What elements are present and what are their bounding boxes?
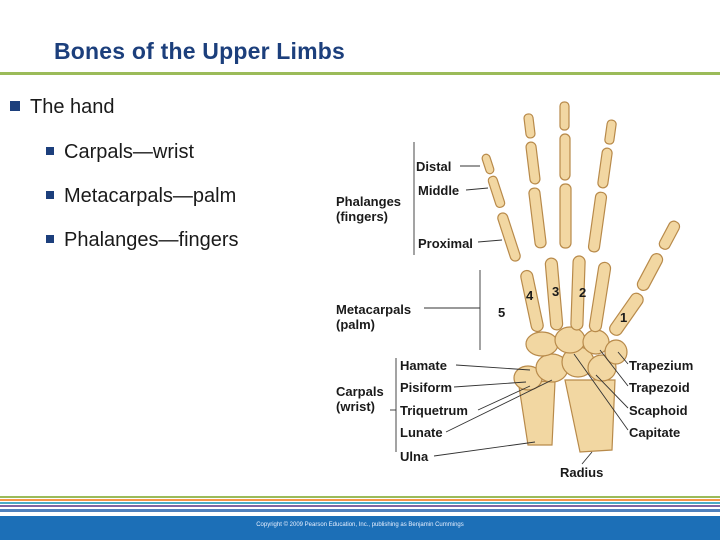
footer-stripe-orange [0,499,720,501]
phalanx-bone [525,141,541,185]
bullet-metacarpals: Metacarpals—palm [46,185,236,208]
label-middle: Middle [418,183,460,198]
bullet-carpals: Carpals—wrist [46,141,194,164]
bullet-text: The hand [30,96,115,118]
phalanx-bone [658,220,681,250]
carpal-bone [525,331,559,357]
bullet-text: Phalanges—fingers [64,229,239,251]
phalanx-bone [604,119,617,145]
square-bullet-icon [46,190,54,199]
bullet-the-hand: The hand [10,96,115,119]
metacarpal-bone [544,257,564,331]
phalanx-bone [481,153,495,175]
footer-stripe-green [0,496,720,498]
metacarpal-bone [570,255,586,331]
label-digit-1: 1 [620,310,628,325]
label-trapezoid: Trapezoid [629,380,690,395]
label-capitate: Capitate [629,425,681,440]
label-hamate: Hamate [400,358,447,373]
square-bullet-icon [46,146,54,155]
bullet-phalanges: Phalanges—fingers [46,229,239,252]
label-distal: Distal [416,159,452,174]
label-digit-4: 4 [526,288,534,303]
label-proximal: Proximal [418,236,473,251]
carpal-bone [554,326,586,354]
label-metacarpals-group: Metacarpals (palm) [336,302,412,332]
title-rule [0,72,720,75]
label-digit-3: 3 [552,284,560,299]
label-triquetrum: Triquetrum [400,403,468,418]
phalanx-bone [587,191,608,253]
phalanx-bone [559,133,571,181]
label-pisiform: Pisiform [400,380,453,395]
phalanx-bone [497,212,521,262]
label-digit-2: 2 [579,285,587,300]
carpal-bone [604,339,628,365]
phalanx-bone [559,183,572,249]
metacarpal-bone [520,269,544,333]
footer-stripe-teal [0,502,720,504]
footer-stripe-blue [0,509,720,512]
leader-lines [390,142,629,465]
bone-drawing [481,101,681,453]
hand-skeleton-illustration [390,101,681,465]
label-trapezium: Trapezium [629,358,694,373]
metacarpal-bone [588,261,612,333]
label-carpals-group: Carpals (wrist) [336,384,384,414]
label-lunate: Lunate [400,425,443,440]
label-radius: Radius [560,465,604,480]
square-bullet-icon [46,234,54,243]
phalanx-bone [487,175,506,209]
metacarpal-bone [609,292,644,336]
phalanx-bone [523,113,536,139]
radius-bone [564,379,616,453]
label-digit-5: 5 [498,305,506,320]
ulna-bone [517,379,556,446]
footer-stripe-purple [0,505,720,507]
footer-band [0,516,720,540]
phalanx-bone [559,101,570,131]
label-ulna: Ulna [400,449,429,464]
phalanx-bone [597,147,613,189]
square-bullet-icon [10,100,20,111]
label-scaphoid: Scaphoid [629,403,688,418]
phalanx-bone [636,253,664,291]
bullet-text: Metacarpals—palm [64,185,237,207]
label-phalanges-group: Phalanges (fingers) [336,194,402,224]
slide-title: Bones of the Upper Limbs [54,38,346,64]
bullet-text: Carpals—wrist [64,141,195,163]
phalanx-bone [528,187,547,249]
copyright-text: Copyright © 2009 Pearson Education, Inc.… [256,522,464,528]
